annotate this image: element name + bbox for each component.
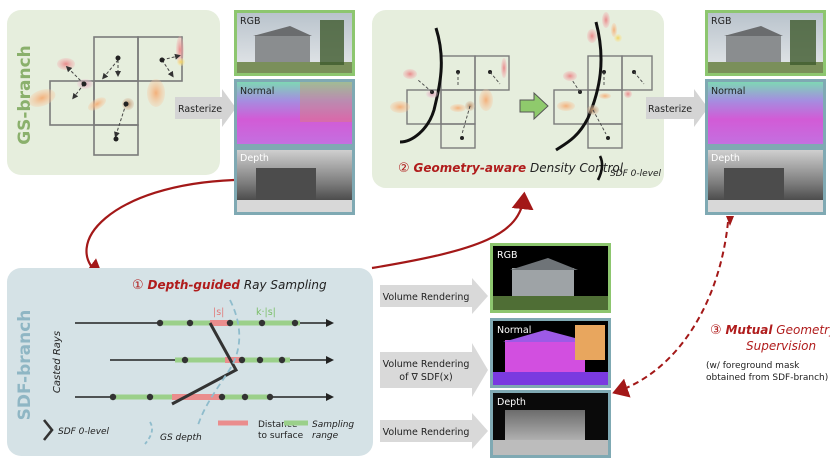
depth-to-sdf-arrow — [82, 178, 235, 278]
gs-rgb-label: RGB — [240, 16, 260, 27]
gs-depth-panel: Depth — [234, 147, 355, 215]
sdf-branch-title: SDF-branch — [15, 310, 35, 421]
casted-rays-label: Casted Rays — [52, 331, 63, 393]
density-control-caption: ② Geometry-aware Density Control — [398, 161, 624, 176]
gs-gaussians — [28, 36, 185, 111]
svg-text:range: range — [312, 431, 339, 441]
sdf-depth-label: Depth — [497, 397, 526, 408]
sample-points — [109, 319, 299, 401]
right-normal-label: Normal — [711, 86, 745, 97]
s-label: |s| — [213, 307, 224, 318]
right-rgb-label: RGB — [711, 16, 731, 27]
rasterize-label-right: Rasterize — [648, 104, 692, 115]
sdf-legend-label-top: SDF 0-level — [610, 169, 662, 179]
gs-branch-title: GS-branch — [15, 45, 35, 145]
mutual-supervision-arrow — [612, 221, 729, 398]
sdf-rgb-label: RGB — [497, 250, 517, 261]
svg-text:to surface: to surface — [258, 431, 304, 441]
volume-rendering-arrow-3: Volume Rendering — [380, 413, 488, 449]
sdf-rgb-panel: RGB — [490, 243, 611, 313]
sdf-normal-panel: Normal — [490, 318, 611, 388]
rasterize-arrow-left: Rasterize — [175, 89, 236, 127]
sdf-zero-level — [171, 322, 239, 406]
gs-dashed-arrows — [65, 53, 181, 138]
gs-rgb-panel: RGB — [234, 10, 355, 76]
gs-points — [81, 55, 165, 142]
right-rgb-panel: RGB — [705, 10, 826, 76]
svg-text:of ∇ SDF(x): of ∇ SDF(x) — [399, 372, 452, 383]
svg-text:Sampling: Sampling — [312, 420, 354, 430]
svg-text:Volume Rendering: Volume Rendering — [383, 427, 470, 438]
mutual-line1: ③ Mutual Geometry — [710, 323, 830, 338]
sdf-branch-panel: SDF-branch ① Depth-guided Ray Sampling C… — [7, 268, 373, 456]
sdf-legend: SDF 0-level GS depth Distance to surface… — [42, 419, 354, 445]
right-depth-label: Depth — [711, 153, 740, 164]
mutual-line2: Supervision — [746, 339, 816, 353]
gs-normal-panel: Normal — [234, 79, 355, 147]
sdf-normal-label: Normal — [497, 325, 531, 336]
svg-text:Volume Rendering: Volume Rendering — [383, 359, 470, 370]
volume-rendering-arrow-1: Volume Rendering — [380, 278, 488, 314]
rasterize-arrow-right: Rasterize — [646, 89, 708, 127]
svg-text:SDF 0-level: SDF 0-level — [58, 427, 110, 437]
gs-branch-panel: GS-branch — [7, 10, 220, 175]
ks-label: k·|s| — [256, 307, 276, 318]
mutual-supervision-text: ③ Mutual Geometry Supervision (w/ foregr… — [706, 323, 830, 383]
right-depth-panel: Depth — [705, 147, 826, 215]
mutual-note-1: (w/ foreground mask — [706, 361, 800, 371]
right-normal-panel: Normal — [705, 79, 826, 147]
svg-text:Volume Rendering: Volume Rendering — [383, 292, 470, 303]
gs-normal-label: Normal — [240, 86, 274, 97]
depth-guided-caption: ① Depth-guided Ray Sampling — [132, 278, 327, 293]
svg-text:Distance: Distance — [258, 420, 298, 430]
sdf-depth-panel: Depth — [490, 390, 611, 458]
svg-text:GS depth: GS depth — [160, 433, 202, 443]
rasterize-label-left: Rasterize — [178, 104, 222, 115]
gs-depth-curve — [197, 299, 241, 426]
gs-depth-label: Depth — [240, 153, 269, 164]
mutual-note-2: obtained from SDF-branch) — [706, 373, 828, 383]
sdf-to-density-arrow — [371, 191, 534, 270]
sdf-legend-curve-top — [596, 155, 604, 181]
density-green-arrow — [519, 91, 549, 121]
density-control-panel: ② Geometry-aware Density Control SDF 0-l… — [372, 10, 664, 188]
volume-rendering-arrow-2: Volume Rendering of ∇ SDF(x) — [380, 343, 488, 397]
